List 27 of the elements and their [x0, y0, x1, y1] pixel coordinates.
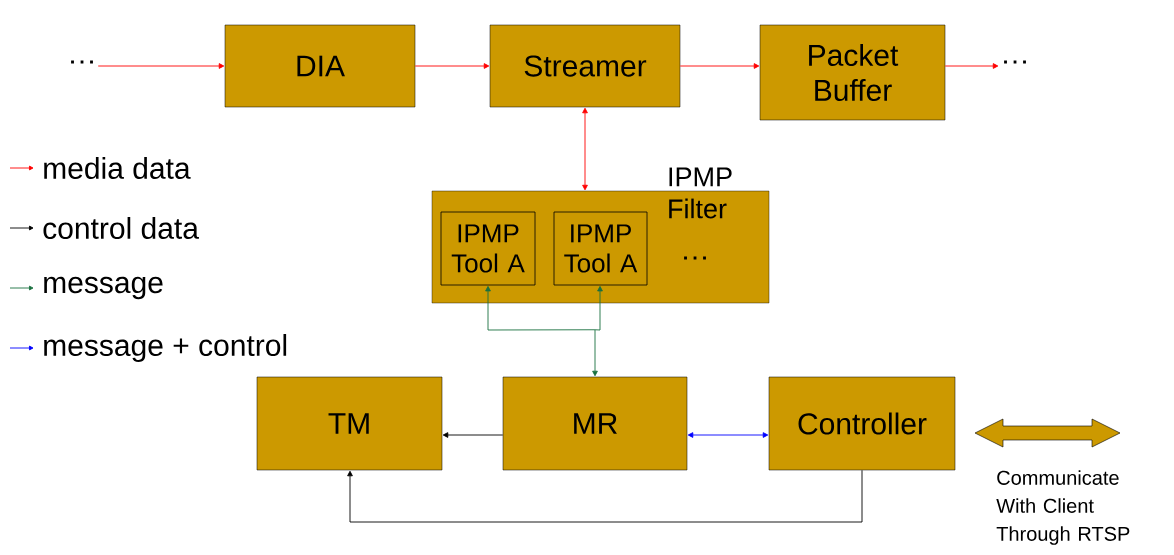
arrow [414, 63, 490, 69]
caption: Communicate With Client Through RTSP [996, 470, 1130, 545]
process-box: Packet Buffer [759, 24, 946, 121]
node-label: IPMP [669, 167, 732, 187]
ellipsis: … [1004, 60, 1026, 64]
process-box: Streamer [489, 24, 681, 108]
ellipsis: … [71, 60, 93, 64]
process-box: DIA [224, 24, 416, 108]
arrow [97, 63, 225, 69]
legend-text: media data [44, 157, 191, 179]
arrow [442, 432, 504, 438]
legend-text: message + control [44, 334, 287, 362]
tool-box: IPMP Tool A [440, 211, 536, 286]
process-box: TM [256, 376, 443, 471]
legend-text: control data [43, 217, 199, 240]
arrow [485, 285, 596, 331]
arrow [944, 63, 999, 69]
process-box: MR [502, 376, 688, 471]
legend-text: message [44, 276, 163, 300]
arrow [687, 432, 769, 438]
arrow [592, 329, 598, 377]
arrow [582, 107, 588, 191]
tool-box: IPMP Tool A [553, 211, 648, 286]
process-box: Controller [768, 376, 956, 471]
arrow [594, 285, 603, 331]
arrow [347, 469, 863, 523]
arrow [679, 63, 760, 69]
